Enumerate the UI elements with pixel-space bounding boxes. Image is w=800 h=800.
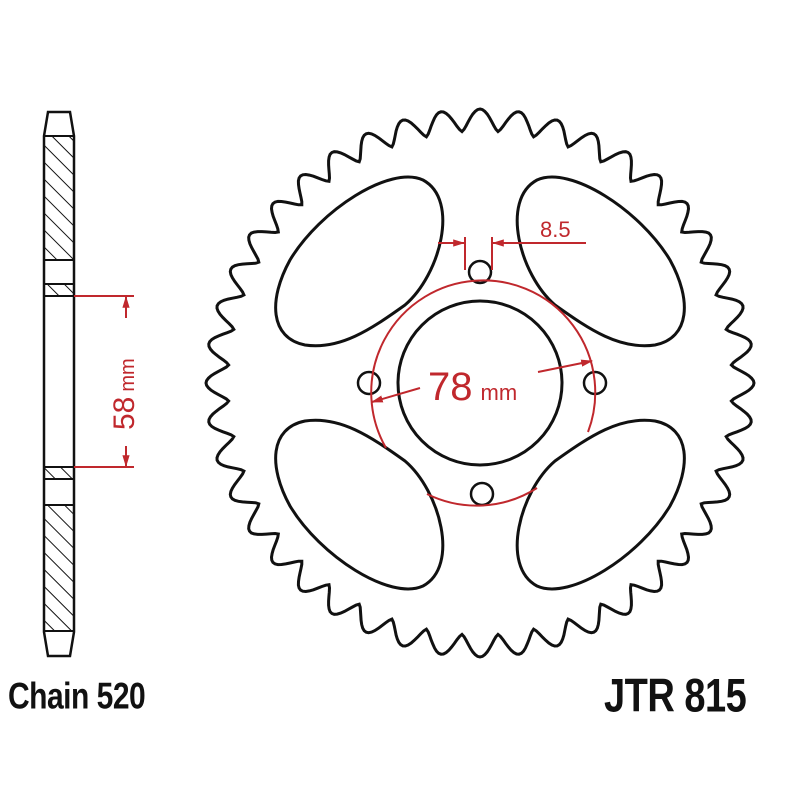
bolt-hole-value: 8.5 [540, 217, 571, 242]
cutout-bottom-left [274, 418, 445, 591]
part-number-label: JTR 815 [604, 670, 747, 723]
sprocket-teeth-outline [204, 107, 756, 659]
bolt-hole-top [467, 259, 493, 285]
bolt-hole-dimension [438, 237, 586, 270]
cutout-bottom-right [515, 418, 686, 591]
lightening-cutouts [274, 175, 686, 591]
bolt-hole-left [356, 370, 382, 396]
hub-width-value: 58mm [108, 358, 141, 430]
hub-width-dimension: 58mm [74, 295, 141, 468]
side-profile-view [42, 110, 76, 658]
bolt-hole-bottom [469, 481, 495, 507]
chain-size-label: Chain 520 [8, 676, 146, 718]
bolt-circle-dimension [370, 279, 597, 507]
cutout-top-left [274, 175, 445, 348]
cutout-top-right [515, 175, 686, 348]
center-bore [396, 299, 564, 467]
